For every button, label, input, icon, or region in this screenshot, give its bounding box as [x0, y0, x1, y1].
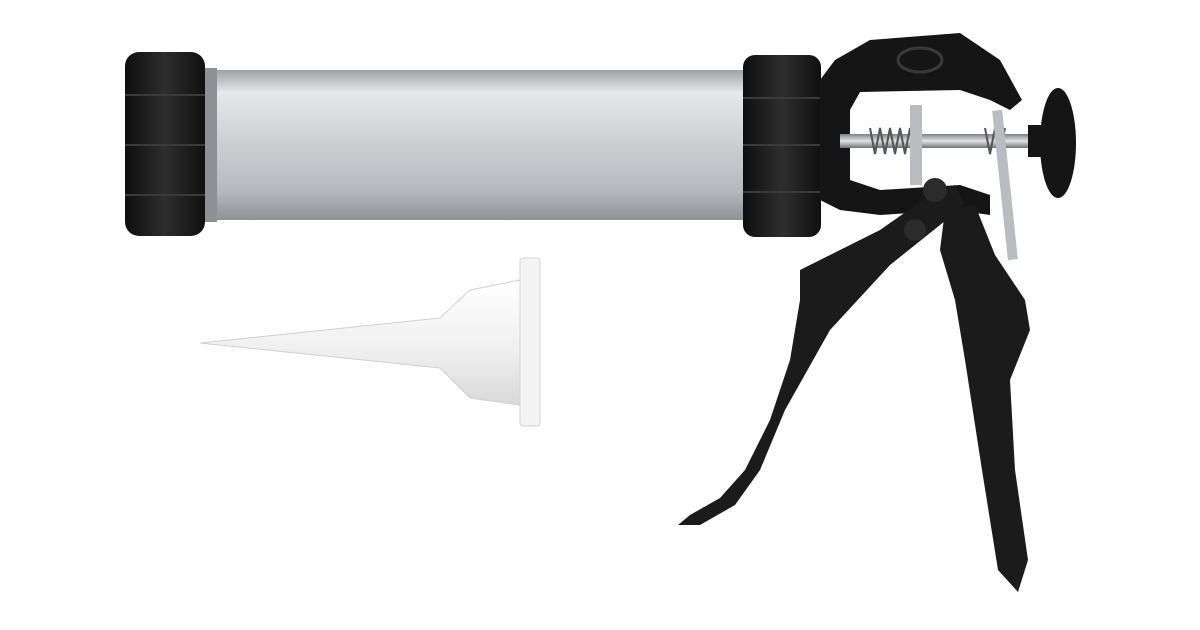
pivot-bolt [904, 219, 926, 241]
front-end-cap [125, 52, 205, 236]
plunger-rod [840, 105, 1040, 261]
nozzle [199, 257, 541, 427]
mechanism-frame [820, 33, 1022, 215]
grip-handle [940, 205, 1030, 592]
trigger-handle [678, 185, 965, 525]
pivot-bolt [923, 178, 947, 202]
plunger-knob [1028, 88, 1076, 198]
barrel-tube [195, 68, 755, 222]
rear-end-cap [743, 55, 821, 237]
